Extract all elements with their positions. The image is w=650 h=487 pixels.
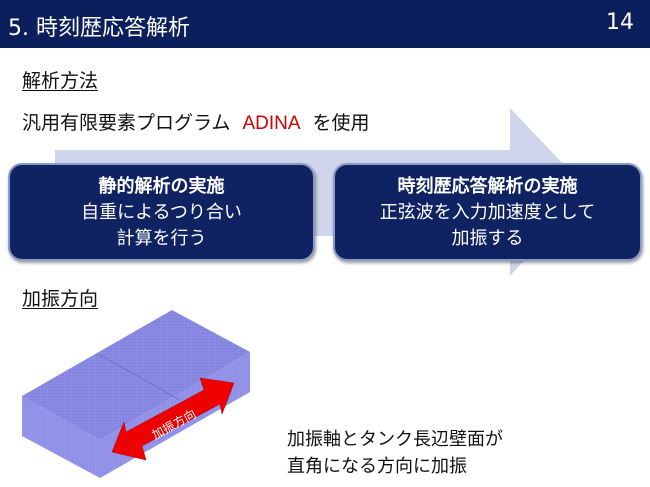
note-line: 直角になる方向に加振 — [287, 456, 467, 477]
method-heading: 解析方法 — [22, 70, 99, 92]
step-title: 時刻歴応答解析の実施 — [397, 176, 578, 197]
step-time-history-analysis: 時刻歴応答解析の実施 正弦波を入力加速度として 加振する — [333, 163, 642, 261]
step-static-analysis: 静的解析の実施 自重によるつり合い 計算を行う — [8, 163, 315, 261]
method-text-after: を使用 — [312, 112, 370, 134]
excitation-arrow-icon — [111, 377, 235, 461]
step-line: 計算を行う — [116, 228, 207, 249]
tank-front-face — [22, 396, 100, 478]
note-line: 加振軸とタンク長辺壁面が — [287, 429, 503, 450]
step-line: 正弦波を入力加速度として — [379, 202, 596, 223]
page-number: 14 — [606, 10, 634, 35]
slide-title: 5. 時刻歴応答解析 — [8, 16, 190, 41]
header-bar: 5. 時刻歴応答解析 14 — [0, 0, 650, 48]
program-name: ADINA — [242, 113, 301, 134]
step-line: 加振する — [451, 228, 524, 249]
excitation-note: 加振軸とタンク長辺壁面が 直角になる方向に加振 — [287, 426, 503, 480]
method-text-before: 汎用有限要素プログラム — [22, 112, 231, 134]
excitation-heading: 加振方向 — [22, 288, 99, 310]
method-text: 汎用有限要素プログラム ADINA を使用 — [22, 108, 370, 135]
step-title: 静的解析の実施 — [98, 176, 225, 197]
step-line: 自重によるつり合い — [81, 202, 242, 223]
